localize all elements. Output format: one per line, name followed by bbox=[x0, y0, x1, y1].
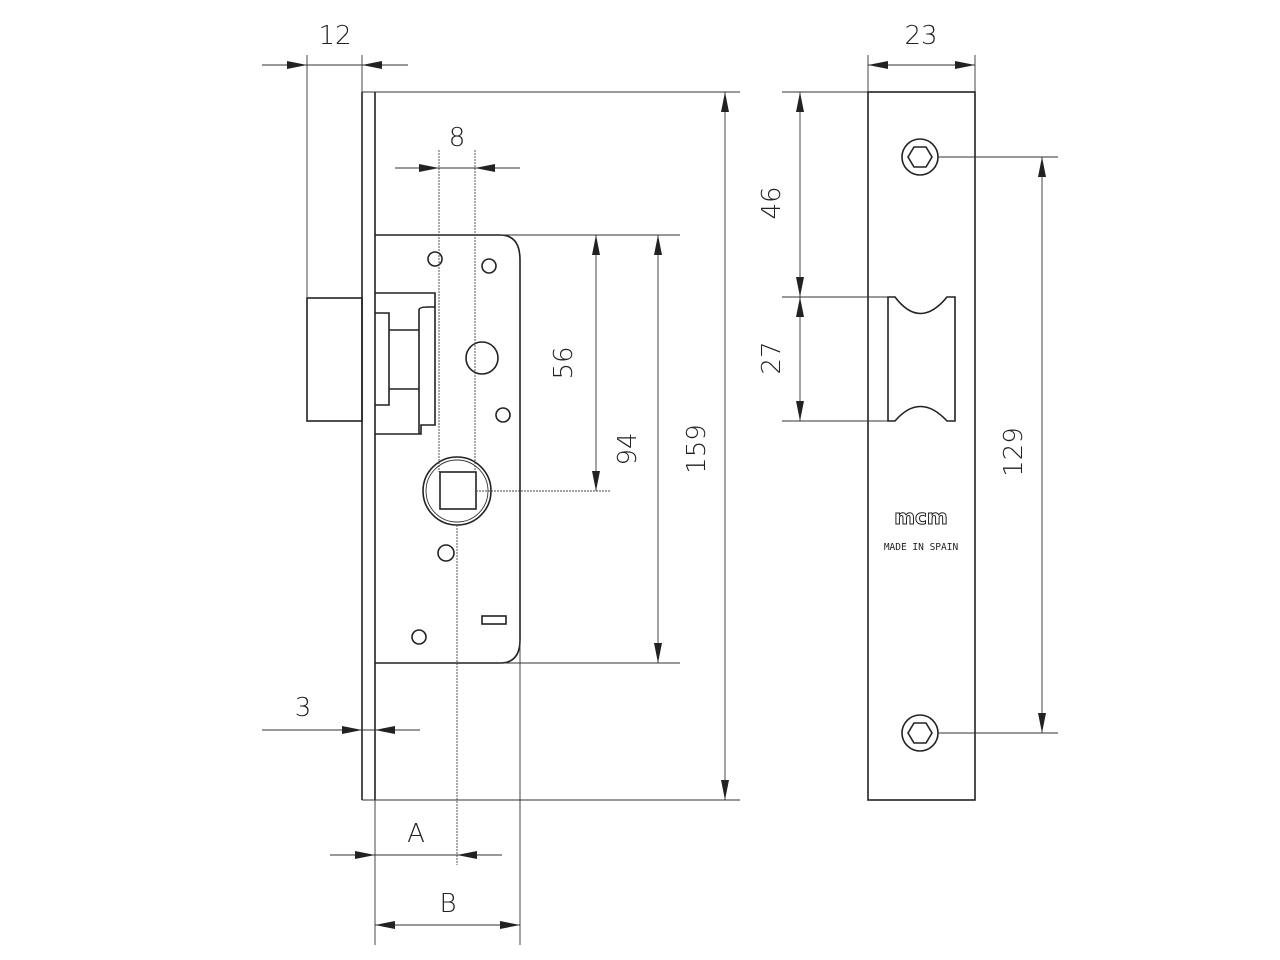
dim-56: 56 bbox=[549, 346, 579, 379]
dim-12: 12 bbox=[318, 21, 351, 51]
dim-23: 23 bbox=[904, 21, 937, 51]
dim-8: 8 bbox=[449, 123, 466, 153]
lock-case bbox=[375, 234, 521, 664]
brand-logo: mcm bbox=[894, 505, 948, 529]
screw-top bbox=[901, 138, 939, 176]
origin-text: MADE IN SPAIN bbox=[884, 542, 959, 553]
faceplate bbox=[867, 91, 976, 801]
spindle-square bbox=[439, 471, 477, 510]
dim-94: 94 bbox=[613, 432, 643, 465]
dim-27: 27 bbox=[757, 341, 787, 374]
dim-159: 159 bbox=[682, 424, 712, 474]
dim-3: 3 bbox=[295, 693, 312, 723]
screw-bottom bbox=[901, 714, 939, 752]
lock-side-view: 12 8 56 94 159 3 A B bbox=[262, 21, 740, 945]
latch-bolt-front bbox=[887, 296, 956, 422]
dim-46: 46 bbox=[757, 186, 787, 219]
latch-bolt-side bbox=[306, 297, 363, 422]
dim-b: B bbox=[439, 889, 456, 919]
dim-129: 129 bbox=[999, 427, 1029, 477]
dim-a: A bbox=[407, 819, 425, 849]
faceplate-front-view: mcm MADE IN SPAIN 23 46 27 129 bbox=[757, 21, 1058, 801]
